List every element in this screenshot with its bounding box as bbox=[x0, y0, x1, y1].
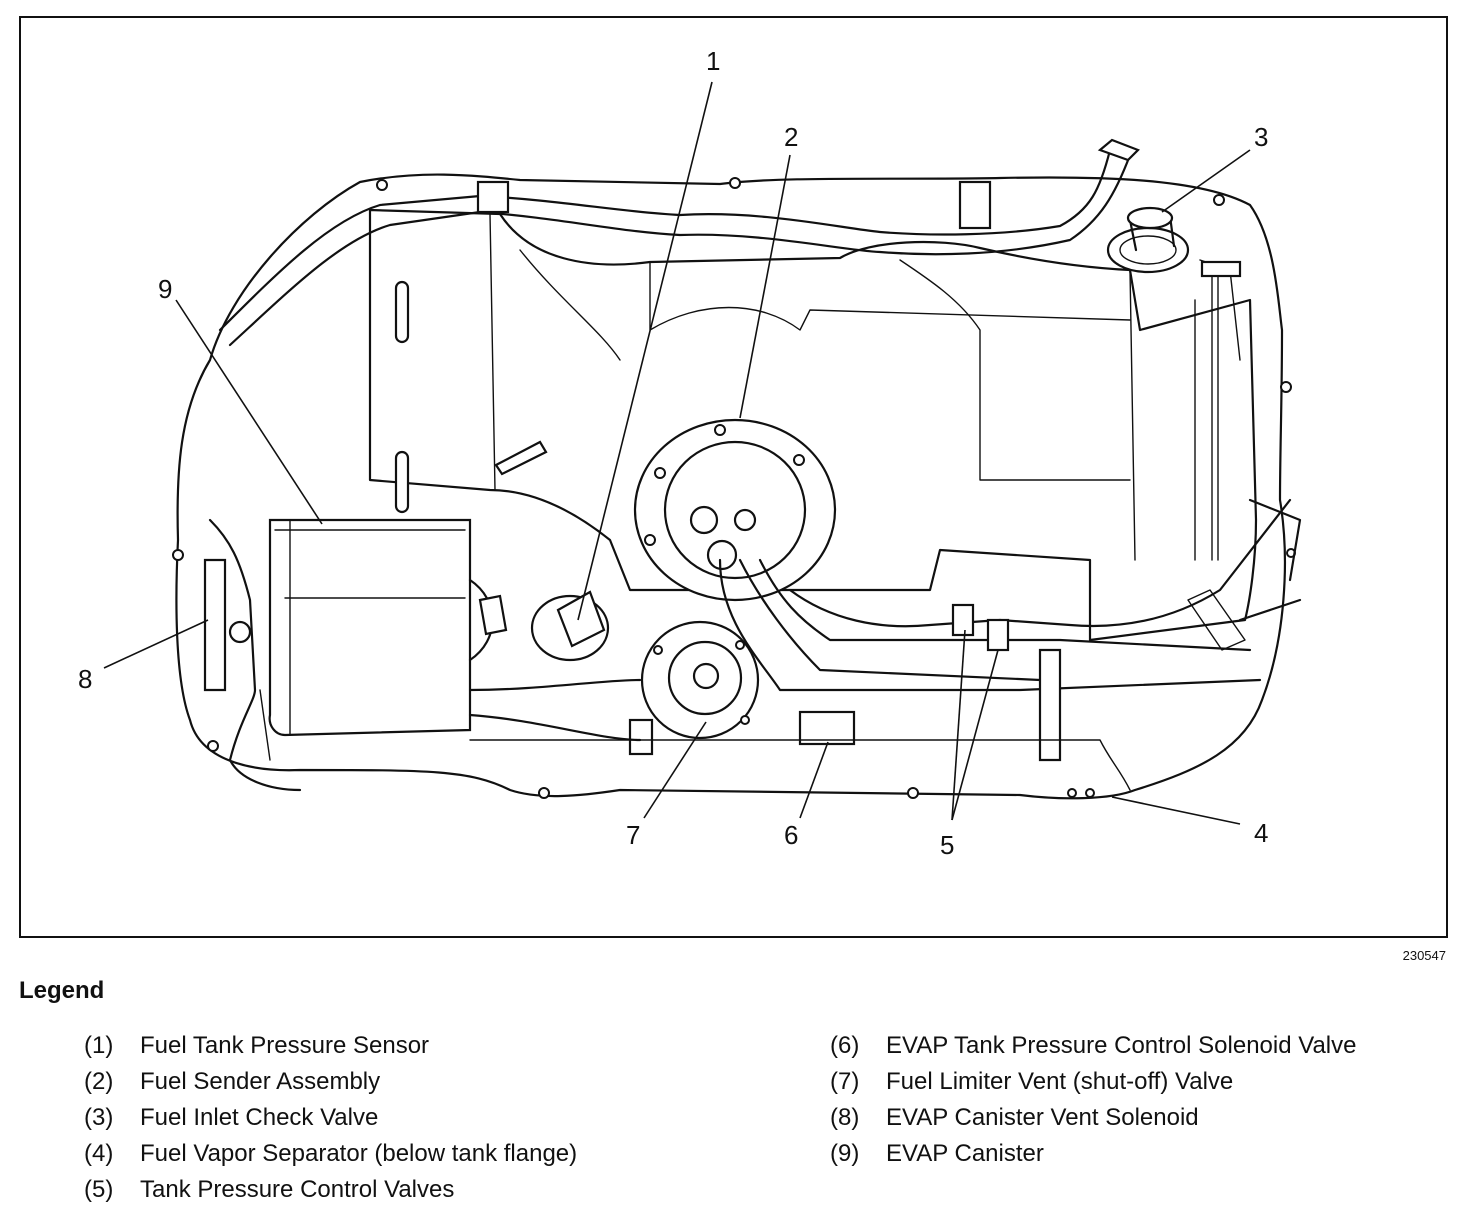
callout-5: 5 bbox=[940, 830, 955, 860]
legend-item-number: (7) bbox=[830, 1068, 860, 1095]
legend-item: (8) EVAP Canister Vent Solenoid bbox=[830, 1100, 1356, 1136]
legend-column-right: (6) EVAP Tank Pressure Control Solenoid V… bbox=[830, 1028, 1356, 1172]
evap-canister-vent-solenoid bbox=[203, 558, 227, 692]
legend-item: (3) Fuel Inlet Check Valve bbox=[84, 1100, 577, 1136]
legend-item-number: (9) bbox=[830, 1140, 860, 1167]
callout-1: 1 bbox=[706, 46, 721, 76]
legend-item-label: EVAP Canister Vent Solenoid bbox=[886, 1104, 1199, 1131]
legend-item: (7) Fuel Limiter Vent (shut-off) Valve bbox=[830, 1064, 1356, 1100]
evap-tank-pressure-control-solenoid bbox=[798, 710, 856, 746]
tank-pressure-control-valve-b bbox=[986, 618, 1010, 652]
callout-7: 7 bbox=[626, 820, 641, 850]
legend-item-number: (6) bbox=[830, 1032, 860, 1059]
figure-id: 230547 bbox=[1402, 948, 1446, 963]
leader-8 bbox=[103, 619, 209, 669]
legend-item-label: Fuel Tank Pressure Sensor bbox=[140, 1032, 430, 1059]
fuel-line-top bbox=[218, 148, 1112, 332]
legend-item: (5) Tank Pressure Control Valves bbox=[84, 1172, 577, 1208]
tank-flange bbox=[175, 173, 1286, 800]
fuel-tank-pressure-sensor bbox=[556, 590, 606, 648]
legend-item-label: EVAP Canister bbox=[886, 1140, 1044, 1167]
diagram-frame bbox=[19, 16, 1448, 938]
legend-item: (6) EVAP Tank Pressure Control Solenoid V… bbox=[830, 1028, 1356, 1064]
legend-item-number: (5) bbox=[84, 1176, 114, 1203]
leader-5b bbox=[951, 649, 999, 821]
tank-pressure-control-valve-a bbox=[951, 603, 975, 637]
legend-item-label: Fuel Vapor Separator (below tank flange) bbox=[140, 1140, 578, 1167]
tank-body bbox=[368, 208, 1258, 642]
callout-6: 6 bbox=[784, 820, 799, 850]
evap-canister bbox=[268, 518, 472, 737]
leader-5a bbox=[951, 629, 966, 821]
legend-item: (1) Fuel Tank Pressure Sensor bbox=[84, 1028, 577, 1064]
evap-hose bbox=[468, 678, 642, 742]
legend-item: (9) EVAP Canister bbox=[830, 1136, 1356, 1172]
legend-item-label: EVAP Tank Pressure Control Solenoid Valv… bbox=[886, 1032, 1357, 1059]
fuel-tank-illustration bbox=[103, 81, 1302, 825]
leader-7 bbox=[643, 721, 707, 819]
legend-item-label: Fuel Inlet Check Valve bbox=[140, 1104, 379, 1131]
legend-item-label: Fuel Limiter Vent (shut-off) Valve bbox=[886, 1068, 1234, 1095]
legend-title: Legend bbox=[19, 977, 105, 1004]
leader-1 bbox=[577, 81, 713, 621]
fuel-sender-assembly bbox=[633, 418, 837, 602]
legend-item-number: (8) bbox=[830, 1104, 860, 1131]
callout-2: 2 bbox=[784, 122, 799, 152]
leader-9 bbox=[175, 299, 323, 525]
legend-item: (2) Fuel Sender Assembly bbox=[84, 1064, 577, 1100]
leader-3 bbox=[1161, 149, 1251, 213]
callout-4: 4 bbox=[1254, 818, 1269, 848]
legend-column-left: (1) Fuel Tank Pressure Sensor (2) Fuel Sen… bbox=[84, 1028, 577, 1208]
leader-4 bbox=[1111, 796, 1241, 825]
leader-2 bbox=[739, 154, 791, 419]
legend-item-number: (3) bbox=[84, 1104, 114, 1131]
leader-6 bbox=[799, 741, 829, 819]
legend-item-label: Tank Pressure Control Valves bbox=[140, 1176, 455, 1203]
legend-item-label: Fuel Sender Assembly bbox=[140, 1068, 381, 1095]
legend-item-number: (2) bbox=[84, 1068, 114, 1095]
legend-item-number: (1) bbox=[84, 1032, 114, 1059]
legend-item-number: (4) bbox=[84, 1140, 114, 1167]
callout-8: 8 bbox=[78, 664, 93, 694]
legend-item: (4) Fuel Vapor Separator (below tank flan… bbox=[84, 1136, 577, 1172]
callout-9: 9 bbox=[158, 274, 173, 304]
callout-3: 3 bbox=[1254, 122, 1269, 152]
